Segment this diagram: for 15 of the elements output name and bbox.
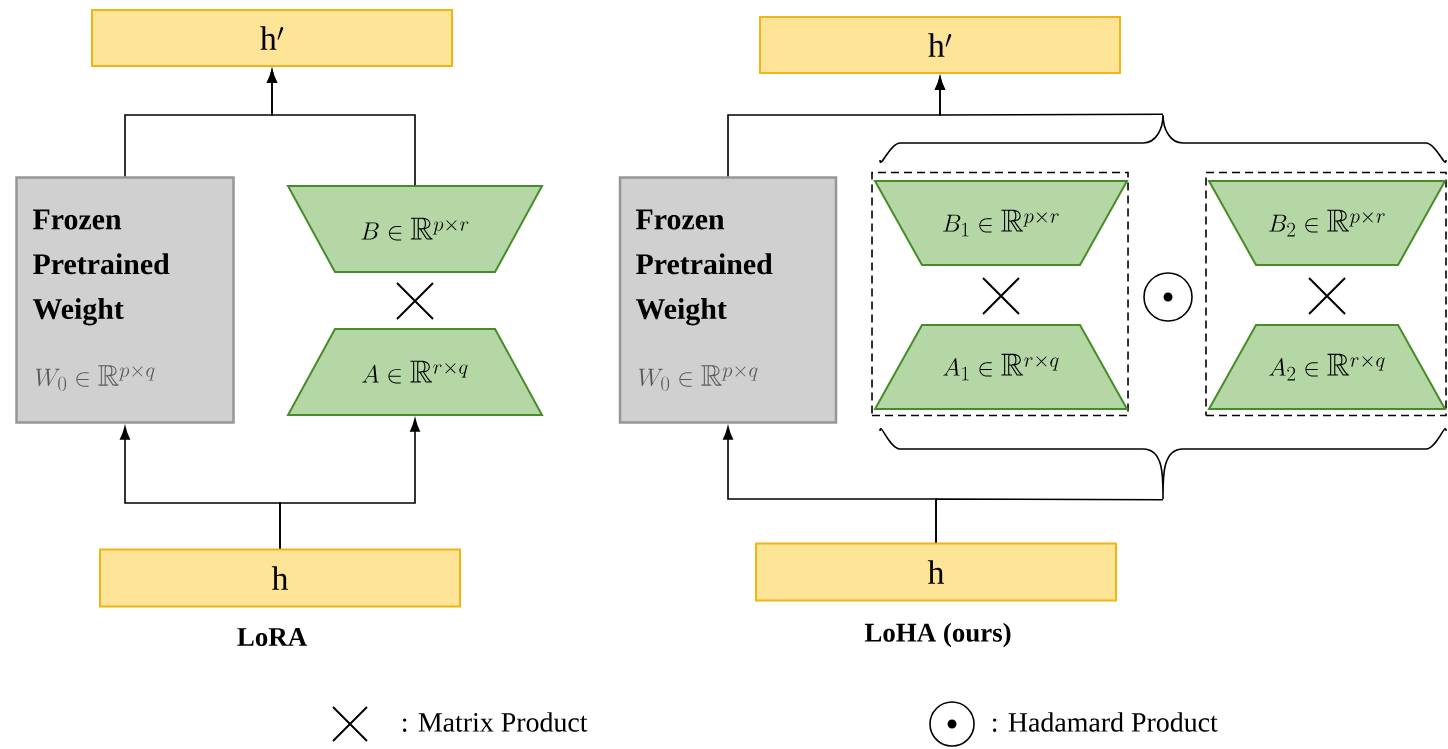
brace-group [879, 114, 1447, 500]
vector-box: $\mathrm{h}$ [755, 542, 1117, 602]
weight-box: Frozen Pretrained Weight $W_0 \in \mathbb{R}^{p\times q}$ [618, 176, 838, 424]
vector-box: $\mathrm{h}$ [99, 548, 461, 608]
dashed-box [1205, 171, 1447, 417]
connector [279, 418, 420, 550]
dashed-box [871, 171, 1129, 417]
legend-text: : Hadamard Product [993, 712, 1218, 732]
connector [935, 498, 1164, 544]
connector [935, 76, 1164, 116]
legend-text: : Matrix Product [403, 712, 588, 732]
vector-box: $\mathrm{h}'$ [91, 9, 453, 67]
vector-box: $\mathrm{h}'$ [759, 16, 1121, 74]
connector [267, 69, 416, 186]
weight-box: Frozen Pretrained Weight $W_0 \in \mathbb{R}^{p\times q}$ [15, 176, 235, 424]
